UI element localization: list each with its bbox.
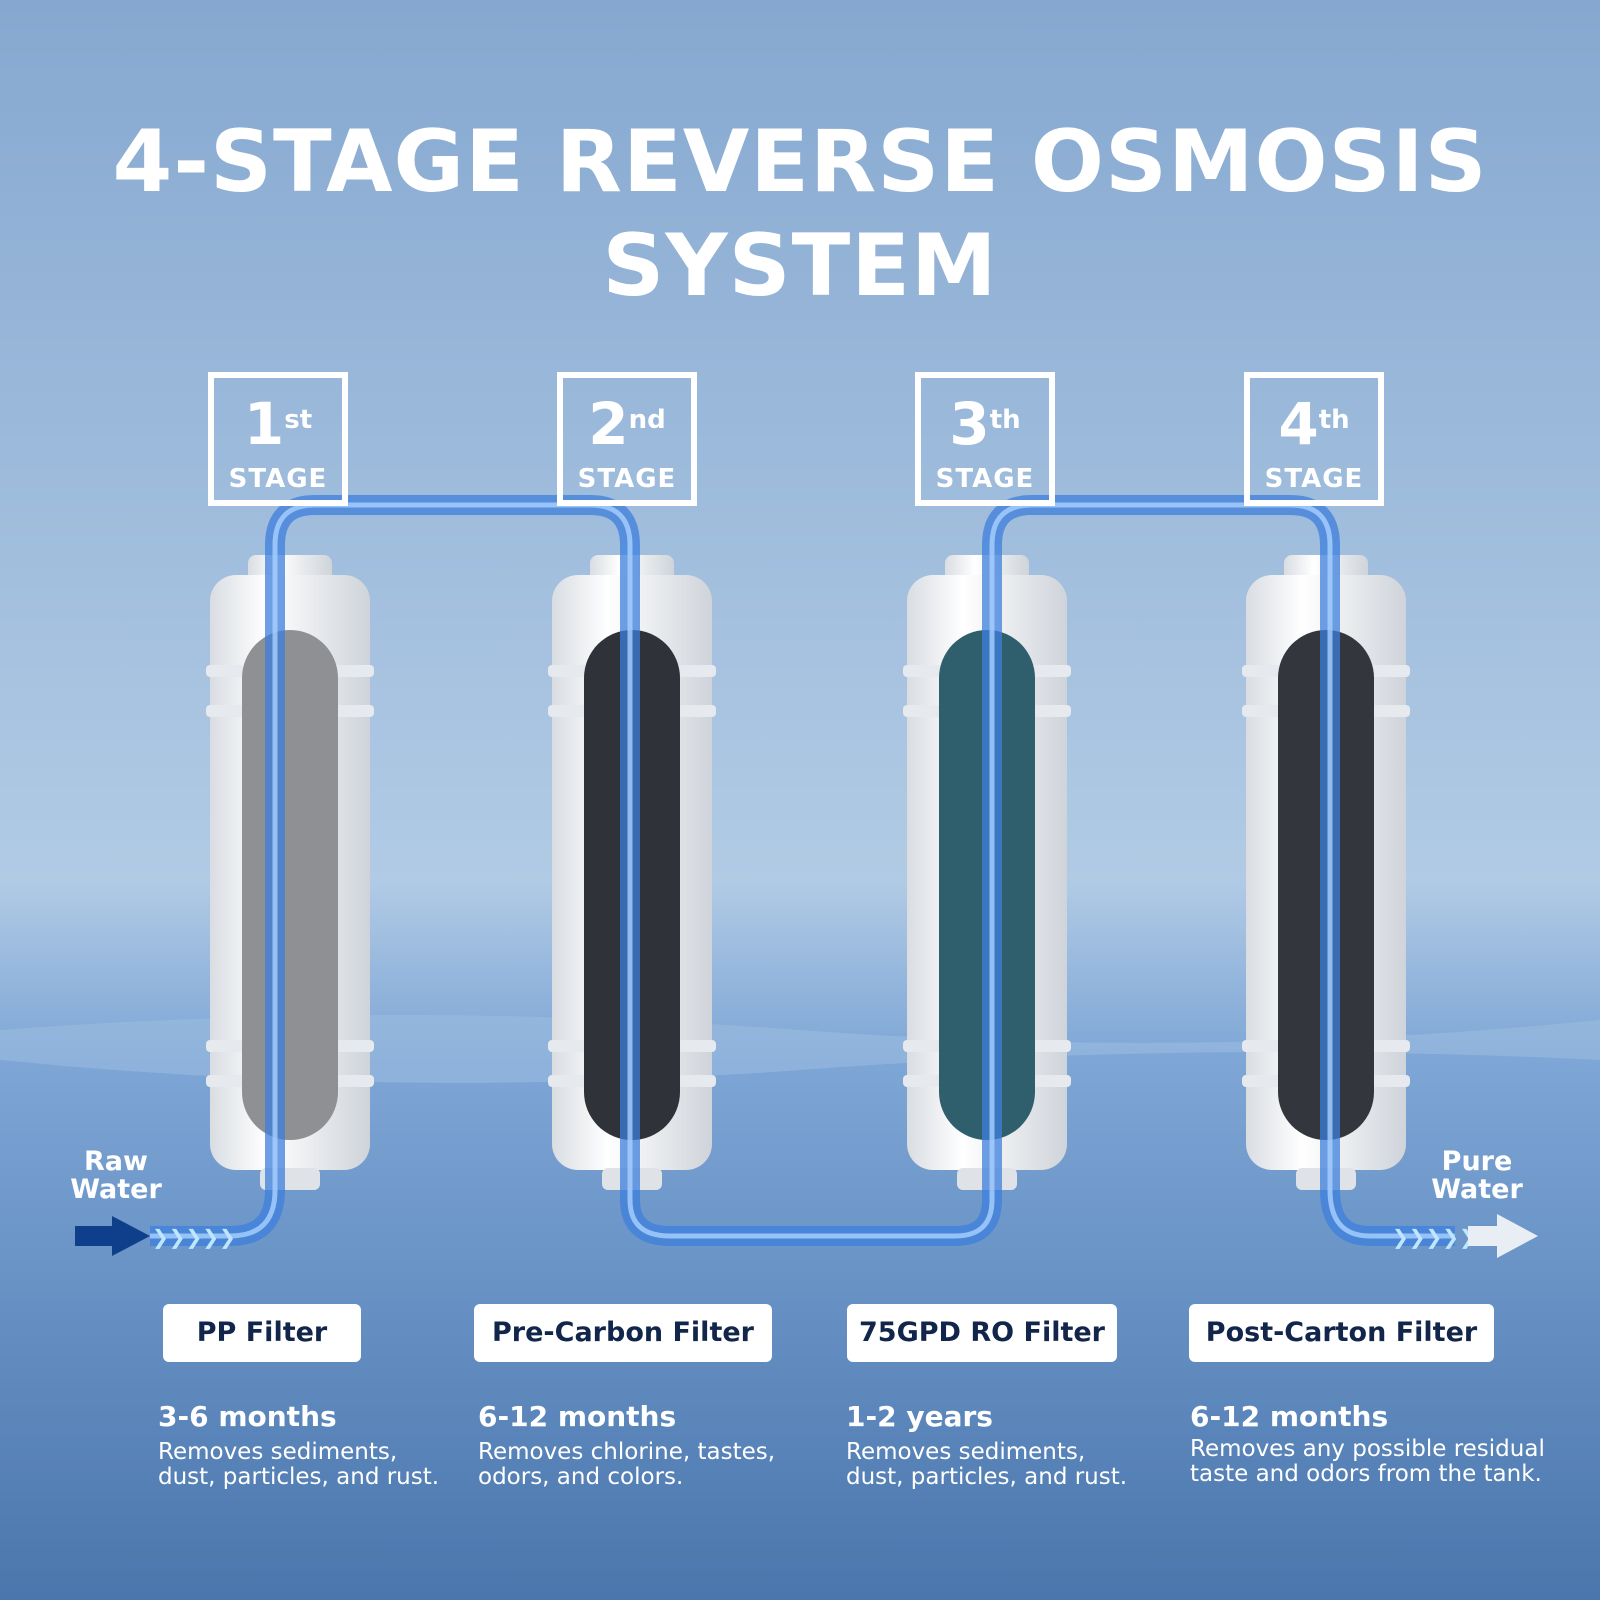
filter-description-3: Removes sediments,dust, particles, and r… bbox=[846, 1439, 1128, 1490]
stage-badge-1: 1st STAGE bbox=[208, 372, 348, 506]
filter-life-1: 3-6 months bbox=[158, 1400, 337, 1433]
filter-life-4: 6-12 months bbox=[1190, 1400, 1389, 1433]
outlet-arrow-icon: ❯❯❯❯❯ bbox=[1392, 1214, 1538, 1258]
filter-description-1: Removes sediments,dust, particles, and r… bbox=[158, 1439, 440, 1490]
filter-label-4: Post-Carton Filter bbox=[1189, 1304, 1494, 1362]
filter-description-2: Removes chlorine, tastes,odors, and colo… bbox=[478, 1439, 776, 1490]
filter-life-2: 6-12 months bbox=[478, 1400, 677, 1433]
stage-badge-4: 4th STAGE bbox=[1244, 372, 1384, 506]
filter-life-3: 1-2 years bbox=[846, 1400, 993, 1433]
page-title-line-1: 4-STAGE REVERSE OSMOSIS bbox=[112, 112, 1488, 212]
filter-label-1: PP Filter bbox=[163, 1304, 361, 1362]
stage-badge-3: 3th STAGE bbox=[915, 372, 1055, 506]
filter-label-2: Pre-Carbon Filter bbox=[474, 1304, 772, 1362]
inlet-arrow-icon: ❯❯❯❯❯ bbox=[75, 1216, 236, 1256]
stage-badge-2: 2nd STAGE bbox=[557, 372, 697, 506]
svg-text:❯❯❯❯❯: ❯❯❯❯❯ bbox=[152, 1225, 236, 1249]
page-title-line-2: SYSTEM bbox=[602, 216, 998, 316]
filter-label-3: 75GPD RO Filter bbox=[847, 1304, 1117, 1362]
filter-cartridge-1 bbox=[206, 555, 374, 1190]
water-surface bbox=[0, 1015, 1600, 1083]
water-flow-tube-highlight bbox=[150, 502, 1455, 1239]
svg-text:❯❯❯❯❯: ❯❯❯❯❯ bbox=[1392, 1225, 1476, 1249]
